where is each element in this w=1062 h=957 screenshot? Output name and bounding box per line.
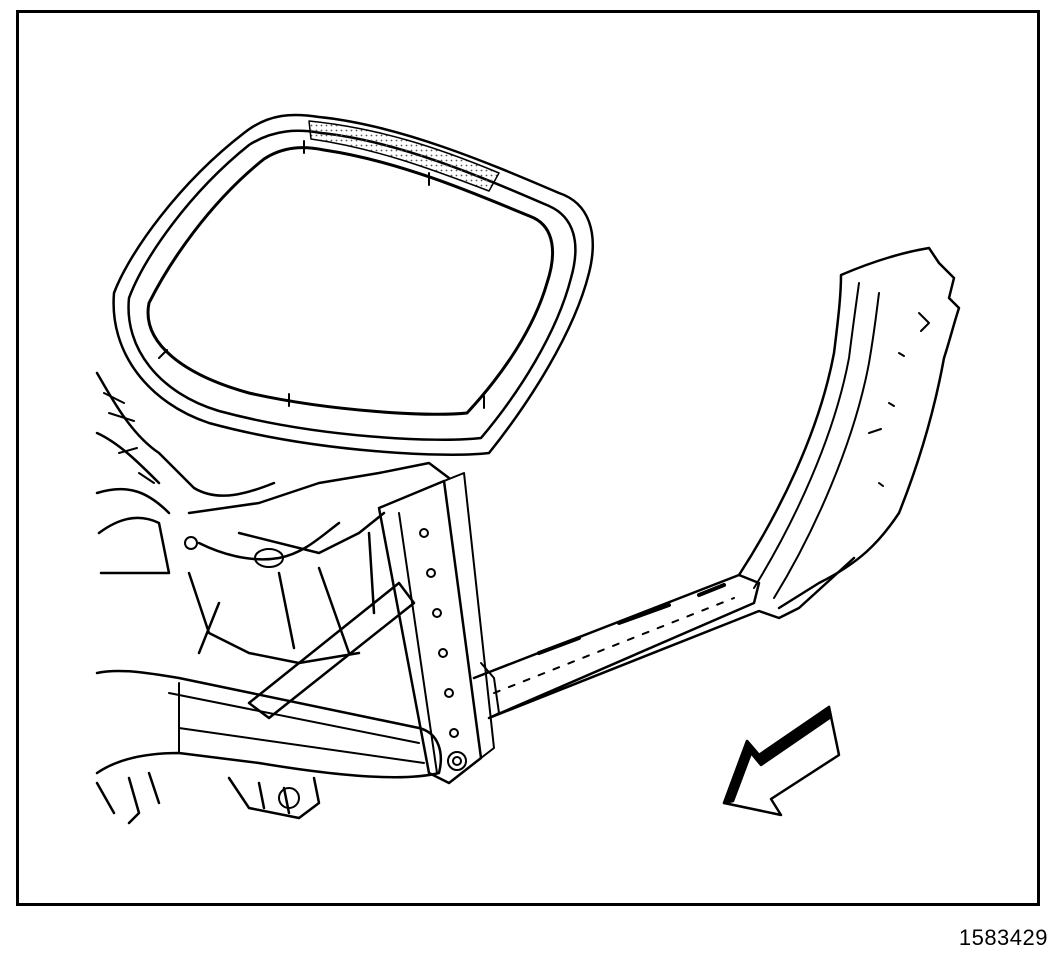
vertical-pillar <box>377 479 483 785</box>
rocker-sill <box>472 556 856 720</box>
left-lower-rail <box>95 669 443 779</box>
inner-structure <box>187 531 376 665</box>
window-frame-mid <box>127 129 577 441</box>
left-inner-panel <box>95 371 276 575</box>
window-frame-outer <box>112 113 594 456</box>
upper-bracket <box>187 461 451 561</box>
sealer-strip <box>308 120 500 192</box>
figure-number: 1583429 <box>958 925 1048 950</box>
window-opening <box>146 146 555 416</box>
rear-quarter-panel <box>737 246 961 610</box>
diagonal-brace <box>247 581 416 720</box>
front-arrow-icon <box>722 705 841 817</box>
body-structure-illustration <box>95 113 961 825</box>
lower-bracket <box>227 776 321 820</box>
diagram-frame <box>16 10 1040 906</box>
